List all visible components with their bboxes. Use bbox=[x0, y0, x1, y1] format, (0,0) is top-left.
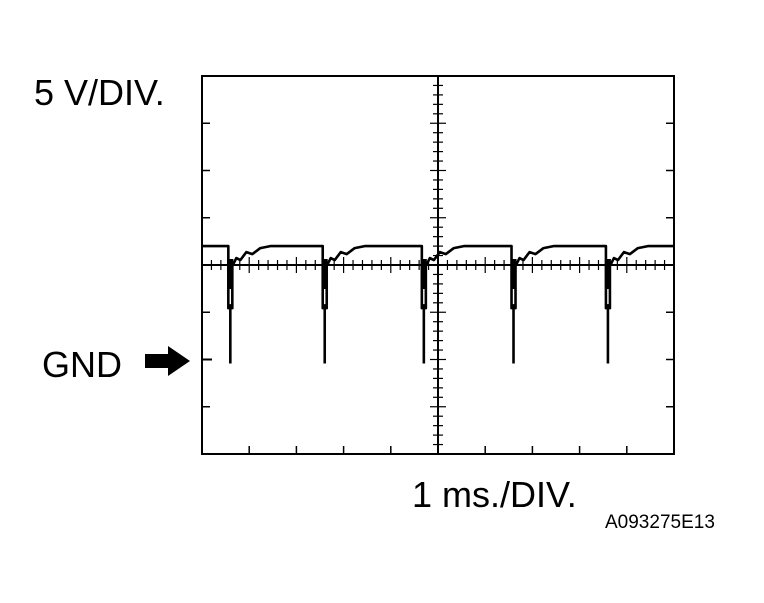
time-scale-label: 1 ms./DIV. bbox=[412, 474, 577, 515]
voltage-scale-label: 5 V/DIV. bbox=[34, 72, 165, 113]
ground-label: GND bbox=[42, 344, 122, 385]
scope-center-axes bbox=[201, 75, 675, 455]
right-arrow-icon bbox=[145, 346, 190, 376]
figure-code: A093275E13 bbox=[605, 512, 715, 533]
signal-trace bbox=[202, 244, 674, 364]
